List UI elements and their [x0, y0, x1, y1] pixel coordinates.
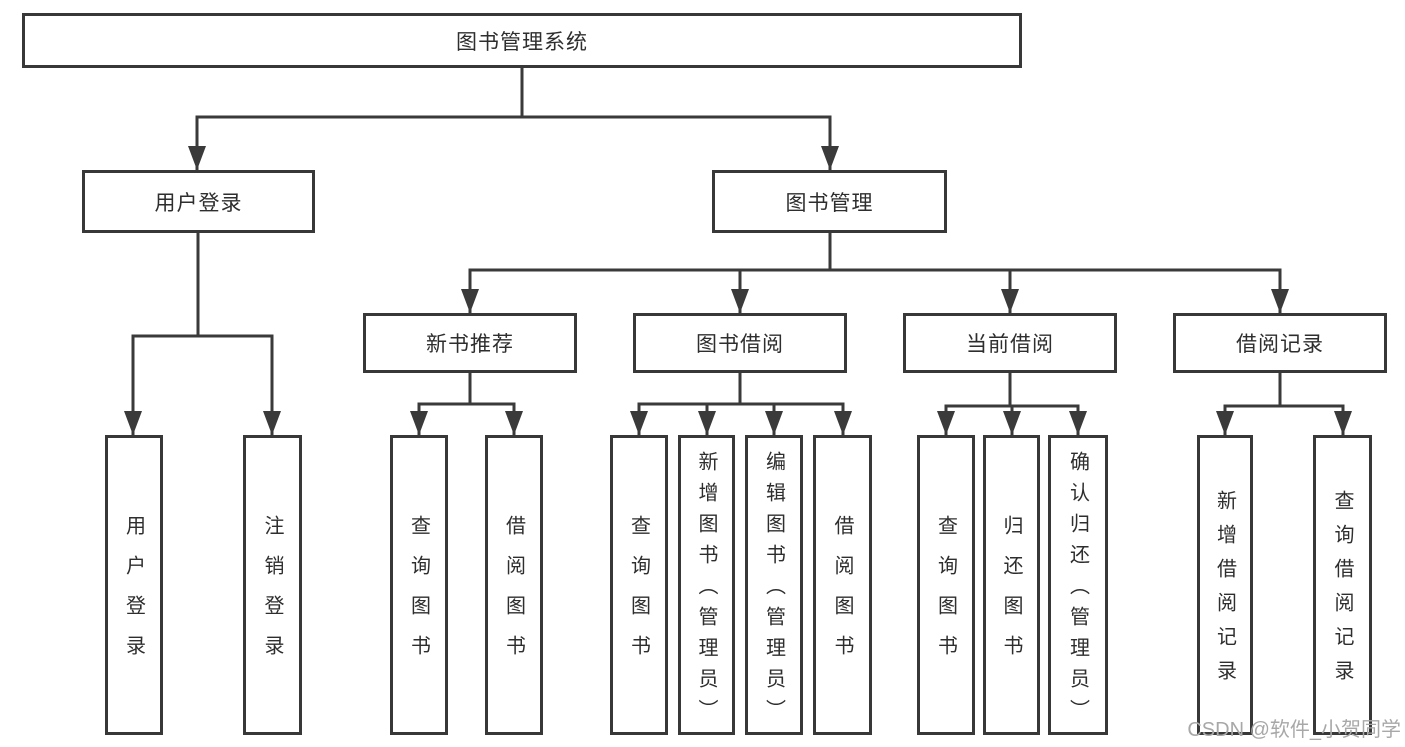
node-root: 图书管理系统: [22, 13, 1022, 68]
connector-root: [188, 68, 839, 170]
connector-current-borrow: [937, 373, 1087, 435]
node-user-login: 用户登录: [82, 170, 315, 233]
leaf-current-confirm-label: 确认归还（管理员）: [1066, 451, 1089, 730]
leaf-current-query-label: 查询图书: [934, 515, 957, 675]
connector-borrow-record: [1216, 373, 1352, 435]
node-book-borrow: 图书借阅: [633, 313, 847, 373]
leaf-record-add: 新增借阅记录: [1197, 435, 1253, 735]
leaf-record-query-label: 查询借阅记录: [1331, 490, 1353, 694]
leaf-borrow-query: 查询图书: [610, 435, 668, 735]
connector-book-borrow: [630, 373, 852, 435]
node-user-login-label: 用户登录: [154, 191, 243, 215]
leaf-borrow-query-label: 查询图书: [627, 515, 650, 675]
leaf-borrow-book: 借阅图书: [813, 435, 872, 735]
leaf-borrow-edit-label: 编辑图书（管理员）: [762, 451, 785, 730]
connector-new-book: [410, 373, 523, 435]
node-book-mgmt-label: 图书管理: [785, 191, 874, 215]
leaf-borrow-add-label: 新增图书（管理员）: [695, 451, 717, 730]
leaf-borrow-add: 新增图书（管理员）: [678, 435, 735, 735]
connector-book-mgmt: [461, 233, 1289, 313]
node-current-borrow-label: 当前借阅: [966, 333, 1054, 356]
leaf-record-add-label: 新增借阅记录: [1213, 490, 1236, 694]
connector-user-login: [124, 233, 281, 435]
csdn-watermark: CSDN @软件_小贺同学: [1187, 719, 1401, 741]
leaf-newbook-query-label: 查询图书: [407, 515, 430, 675]
leaf-newbook-borrow-label: 借阅图书: [502, 515, 525, 675]
leaf-newbook-query: 查询图书: [390, 435, 448, 735]
leaf-user-login-label: 用户登录: [122, 515, 145, 675]
leaf-current-return: 归还图书: [983, 435, 1040, 735]
leaf-user-login: 用户登录: [105, 435, 163, 735]
leaf-current-query: 查询图书: [917, 435, 975, 735]
leaf-borrow-book-label: 借阅图书: [831, 515, 853, 675]
node-root-label: 图书管理系统: [456, 30, 588, 54]
node-borrow-record: 借阅记录: [1173, 313, 1387, 373]
leaf-current-confirm: 确认归还（管理员）: [1048, 435, 1108, 735]
leaf-logout-label: 注销登录: [261, 515, 283, 675]
node-new-book: 新书推荐: [363, 313, 577, 373]
node-current-borrow: 当前借阅: [903, 313, 1117, 373]
node-borrow-record-label: 借阅记录: [1236, 333, 1324, 356]
node-book-mgmt: 图书管理: [712, 170, 947, 233]
node-new-book-label: 新书推荐: [426, 333, 514, 356]
leaf-current-return-label: 归还图书: [1000, 515, 1022, 675]
node-book-borrow-label: 图书借阅: [696, 333, 784, 356]
leaf-newbook-borrow: 借阅图书: [485, 435, 543, 735]
leaf-borrow-edit: 编辑图书（管理员）: [745, 435, 803, 735]
leaf-logout: 注销登录: [243, 435, 302, 735]
leaf-record-query: 查询借阅记录: [1313, 435, 1372, 735]
